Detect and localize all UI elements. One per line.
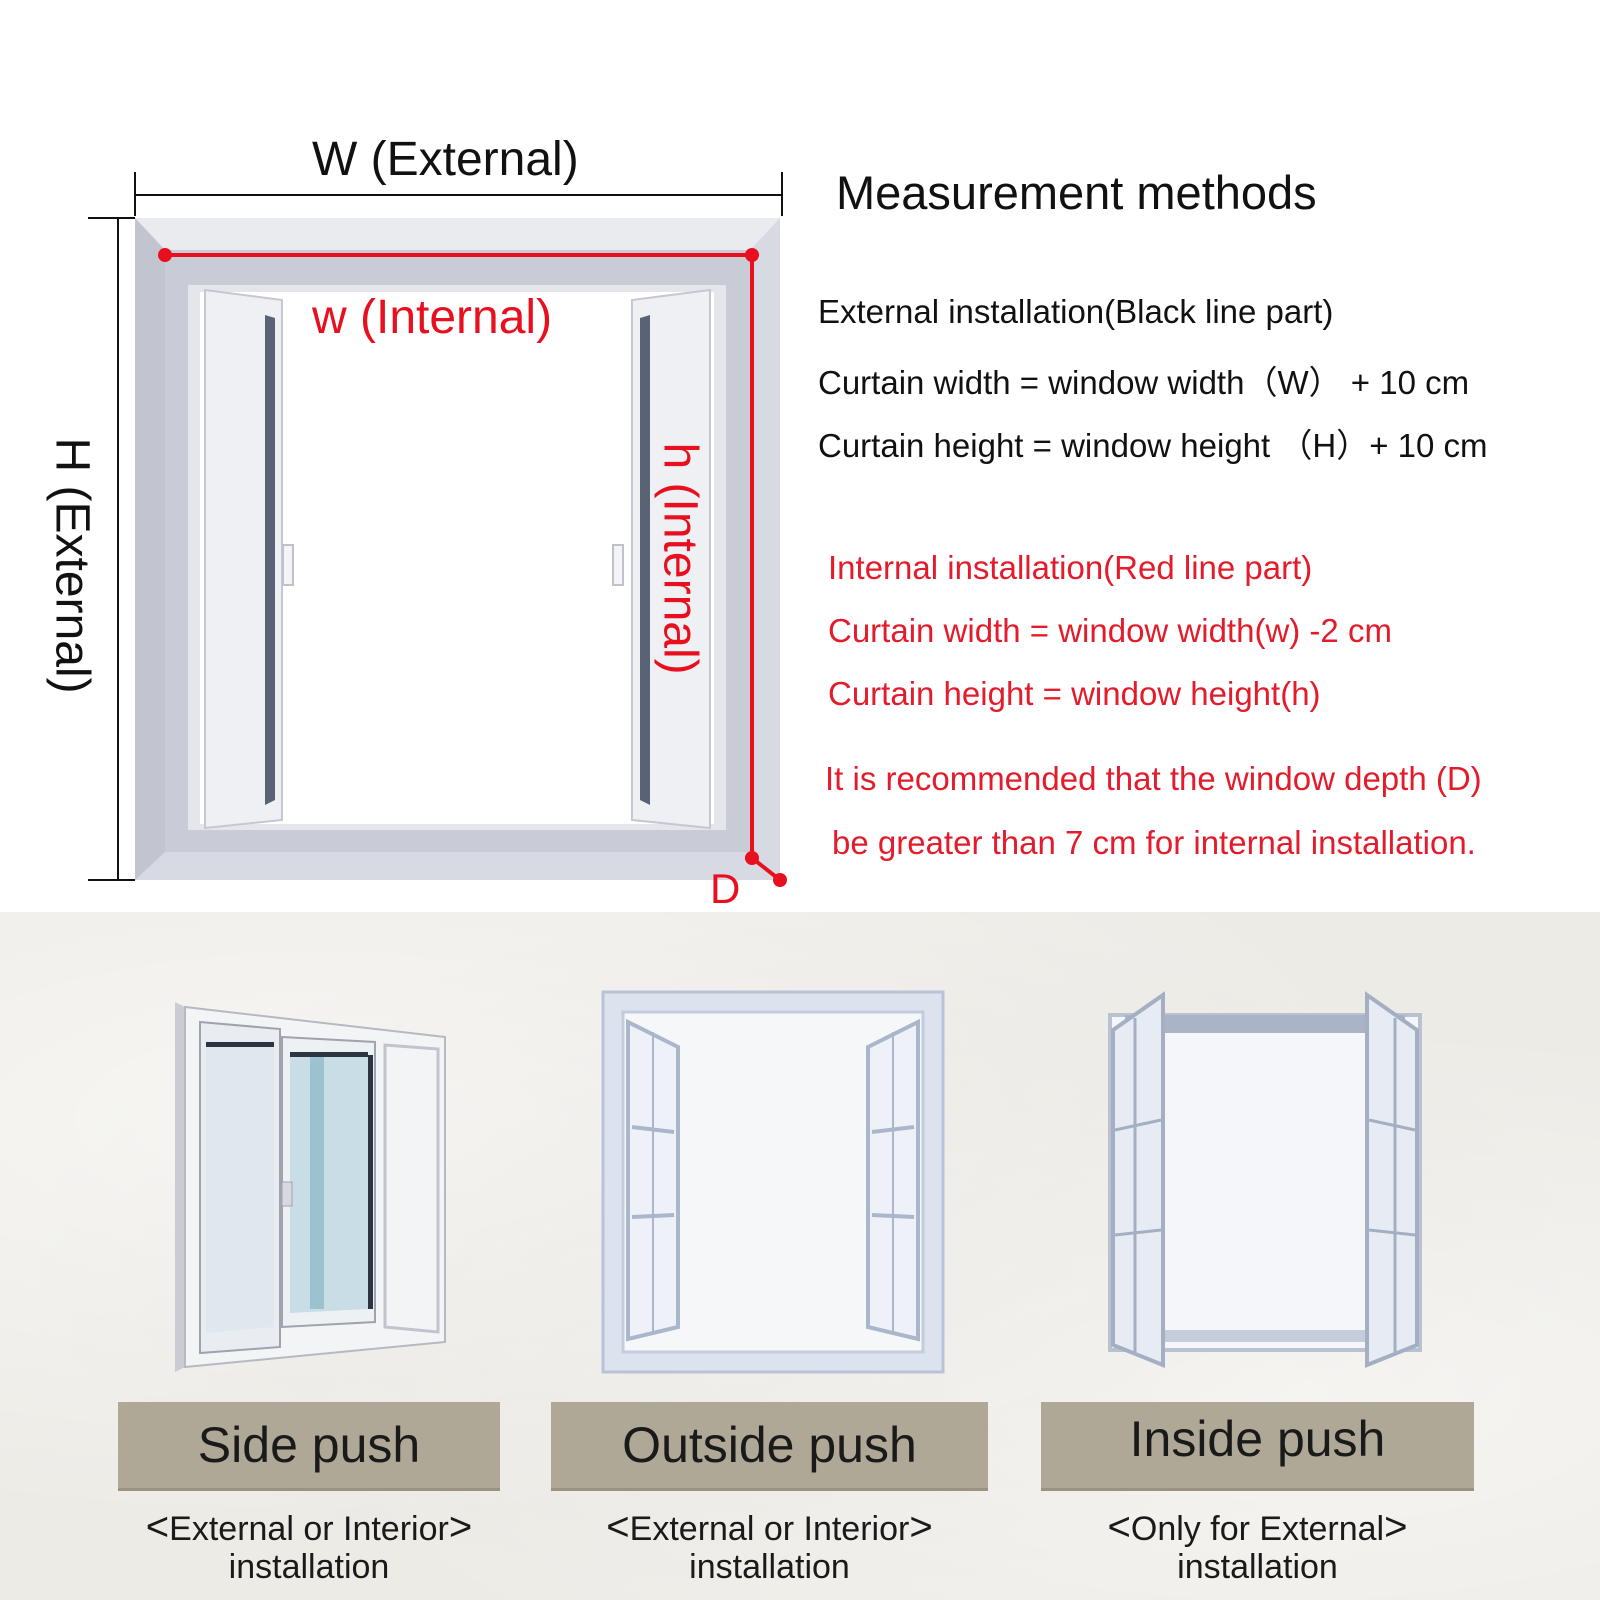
window-measurement-diagram: W (External) H (External) w (Internal) h… [0,0,800,920]
external-height-label: H (External) [45,437,99,694]
inside-push-window-icon [1108,991,1422,1368]
side-push-caption-line1: External or Interior [169,1510,449,1548]
measurement-heading: Measurement methods [836,166,1317,219]
outside-push-title: Outside push [622,1417,917,1473]
internal-height-label: h (Internal) [653,442,707,675]
left-angle-icon: < [1107,1505,1131,1549]
left-angle-icon: < [145,1505,170,1549]
inside-push-caption: <Only for External> installation [1041,1505,1474,1586]
depth-label: D [710,865,741,912]
side-push-title: Side push [197,1417,421,1473]
external-installation-title: External installation(Black line part) [818,293,1334,330]
right-angle-icon: > [448,1505,473,1549]
inside-push-plate: Inside push [1041,1402,1474,1488]
outside-push-caption-line1: External or Interior [629,1510,910,1548]
window-types-section: Side push Outside push Inside push <Exte… [0,912,1600,1600]
outside-push-window-icon [601,990,945,1374]
internal-width-formula: Curtain width = window width(w) -2 cm [828,612,1392,649]
internal-width-label: w (Internal) [312,291,553,344]
outside-push-caption: <External or Interior> installation [551,1505,988,1586]
side-push-caption-line2: installation [228,1548,390,1586]
side-push-window-icon [175,1002,446,1372]
external-height-formula: Curtain height = window height （H）+ 10 c… [818,427,1488,464]
window-illustration [88,172,787,887]
left-handle [282,544,294,586]
outside-push-plate: Outside push [551,1402,988,1488]
depth-recommendation-line2: be greater than 7 cm for internal instal… [832,824,1476,861]
side-push-caption: <External or Interior> installation [118,1505,500,1586]
depth-recommendation-line1: It is recommended that the window depth … [825,760,1482,797]
external-width-label: W (External) [312,133,579,186]
internal-installation-title: Internal installation(Red line part) [828,549,1313,586]
right-handle [612,544,624,586]
right-sash [631,288,711,830]
inside-push-caption-line1: Only for External [1130,1510,1385,1548]
left-sash [204,288,283,830]
external-width-formula: Curtain width = window width（W） + 10 cm [818,364,1470,401]
left-angle-icon: < [606,1505,630,1549]
outside-push-caption-line2: installation [689,1548,850,1586]
internal-height-formula: Curtain height = window height(h) [828,675,1321,712]
right-angle-icon: > [1384,1505,1408,1549]
inside-push-title: Inside push [1129,1411,1386,1467]
inside-push-caption-line2: installation [1177,1548,1338,1586]
right-angle-icon: > [909,1505,933,1549]
side-push-plate: Side push [118,1402,500,1488]
